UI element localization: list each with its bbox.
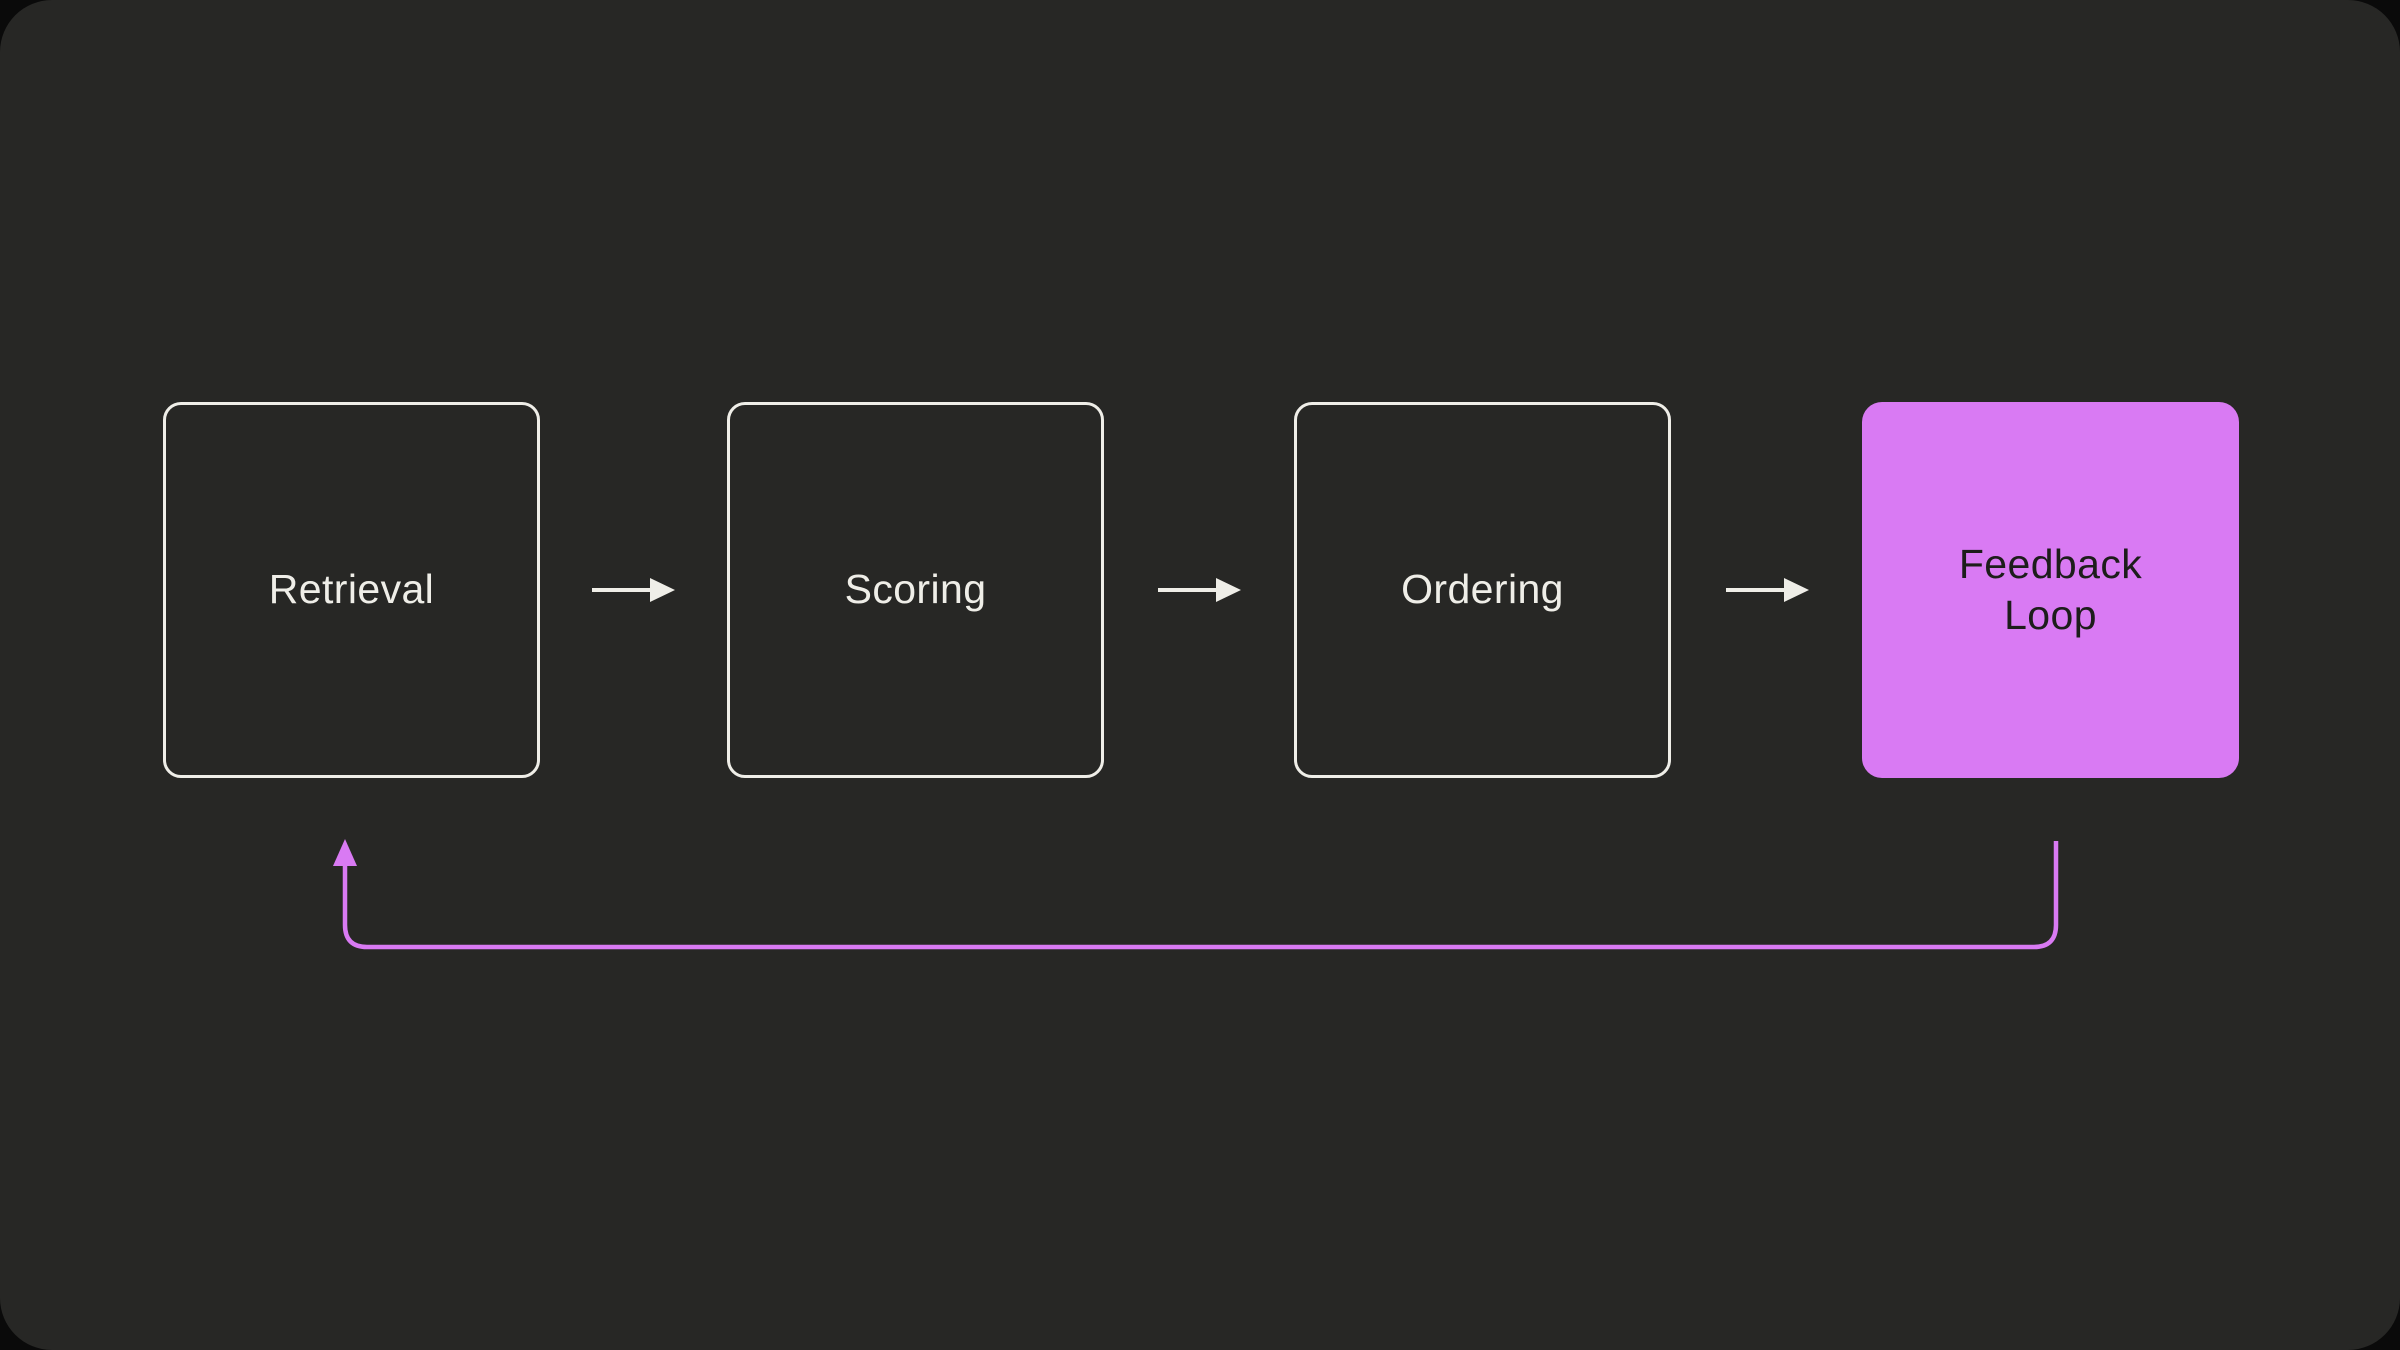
node-scoring: Scoring bbox=[727, 402, 1104, 778]
node-feedback-loop-label: Feedback Loop bbox=[1958, 540, 2143, 638]
node-retrieval-label: Retrieval bbox=[268, 566, 435, 613]
node-retrieval: Retrieval bbox=[163, 402, 540, 778]
node-ordering: Ordering bbox=[1294, 402, 1671, 778]
node-scoring-label: Scoring bbox=[844, 566, 987, 613]
node-feedback-loop: Feedback Loop bbox=[1862, 402, 2239, 778]
node-ordering-label: Ordering bbox=[1401, 566, 1564, 613]
